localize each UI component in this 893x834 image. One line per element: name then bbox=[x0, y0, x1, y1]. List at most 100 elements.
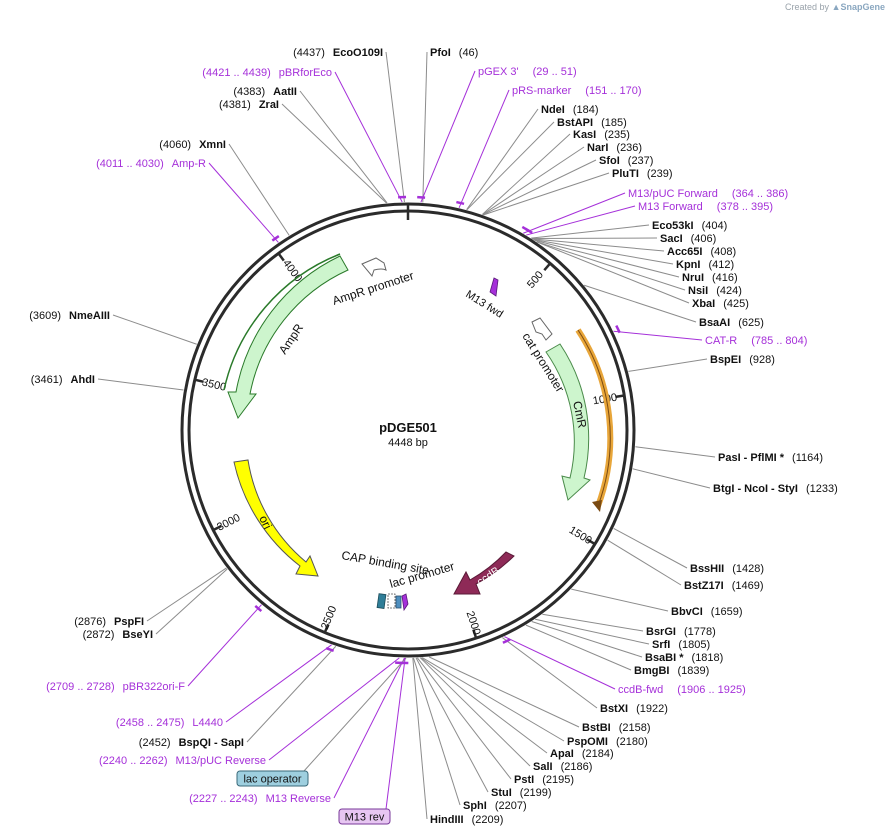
enzyme-name: NarI bbox=[587, 142, 608, 154]
enzyme-position: (2195) bbox=[542, 774, 574, 786]
enzyme-position: (2158) bbox=[619, 722, 651, 734]
enzyme-site[interactable]: BtgI - NcoI - StyI(1233) bbox=[713, 483, 838, 495]
feature-lac-promoter[interactable] bbox=[387, 593, 396, 609]
enzyme-site[interactable]: BstAPI(185) bbox=[557, 117, 627, 129]
enzyme-site[interactable]: NsiI(424) bbox=[688, 285, 742, 297]
enzyme-site[interactable]: SalI(2186) bbox=[533, 761, 592, 773]
feature-cap-binding-site[interactable] bbox=[376, 593, 387, 609]
primer-label[interactable]: pRS-marker(151 .. 170) bbox=[512, 85, 642, 97]
feature-lac-operator-glyph[interactable] bbox=[395, 595, 402, 609]
feature-m13-rev-glyph[interactable] bbox=[401, 593, 409, 612]
feature-m13-fwd[interactable] bbox=[489, 277, 499, 297]
leader-line bbox=[268, 657, 400, 761]
enzyme-site[interactable]: BsaBI *(1818) bbox=[645, 652, 723, 664]
enzyme-site[interactable]: PspOMI(2180) bbox=[567, 736, 648, 748]
leader-line bbox=[412, 657, 428, 820]
enzyme-site[interactable]: HindIII(2209) bbox=[430, 814, 503, 826]
primer-label[interactable]: M13/pUC Forward(364 .. 386) bbox=[628, 188, 788, 200]
primer-label[interactable]: ccdB-fwd(1906 .. 1925) bbox=[618, 684, 746, 696]
enzyme-position: (3609) bbox=[29, 310, 61, 322]
enzyme-site[interactable]: BsrGI(1778) bbox=[646, 626, 716, 638]
enzyme-name: PspOMI bbox=[567, 736, 608, 748]
enzyme-position: (4437) bbox=[293, 47, 325, 59]
enzyme-site[interactable]: (2452)BspQI - SapI bbox=[139, 737, 244, 749]
primer-name: pBR322ori-F bbox=[123, 681, 186, 693]
enzyme-site[interactable]: (3461)AhdI bbox=[31, 374, 95, 386]
leader-line bbox=[385, 657, 406, 810]
enzyme-site[interactable]: PasI - PflMI *(1164) bbox=[718, 452, 823, 464]
tick-label: 3500 bbox=[201, 377, 228, 394]
feature-cmr[interactable] bbox=[545, 343, 591, 501]
enzyme-name: Acc65I bbox=[667, 246, 702, 258]
enzyme-site[interactable]: (4383) AatII bbox=[233, 86, 297, 98]
enzyme-site[interactable]: BbvCI(1659) bbox=[671, 606, 743, 618]
leader-line bbox=[531, 621, 643, 658]
enzyme-site[interactable]: BmgBI(1839) bbox=[634, 665, 709, 677]
tick-2000 bbox=[472, 629, 478, 639]
primer-label[interactable]: (2227 .. 2243)M13 Reverse bbox=[189, 793, 331, 805]
feature-ccdb[interactable] bbox=[453, 551, 515, 595]
enzyme-position: (1428) bbox=[732, 563, 764, 575]
enzyme-site[interactable]: (3609)NmeAIII bbox=[29, 310, 110, 322]
enzyme-site[interactable]: BsaAI(625) bbox=[699, 317, 764, 329]
feature-ori[interactable] bbox=[233, 459, 319, 577]
enzyme-site[interactable]: KpnI(412) bbox=[676, 259, 734, 271]
enzyme-site[interactable]: BstBI(2158) bbox=[582, 722, 651, 734]
enzyme-name: BspEI bbox=[710, 354, 741, 366]
enzyme-site[interactable]: PfoI(46) bbox=[430, 47, 478, 59]
primer-name: Amp-R bbox=[172, 158, 206, 170]
primer-label[interactable]: (2240 .. 2262)M13/pUC Reverse bbox=[99, 755, 266, 767]
tick-4000 bbox=[277, 252, 285, 262]
primer-label[interactable]: CAT-R(785 .. 804) bbox=[705, 335, 807, 347]
leader-line bbox=[613, 527, 688, 569]
enzyme-site[interactable]: (4060)XmnI bbox=[159, 139, 226, 151]
leader-line bbox=[532, 238, 665, 252]
enzyme-site[interactable]: BstZ17I(1469) bbox=[684, 580, 764, 592]
primer-label[interactable]: (2458 .. 2475)L4440 bbox=[116, 717, 223, 729]
enzyme-site[interactable]: (2872)BseYI bbox=[83, 629, 153, 641]
enzyme-site[interactable]: KasI(235) bbox=[573, 129, 630, 141]
enzyme-site[interactable]: NdeI(184) bbox=[541, 104, 599, 116]
enzyme-site[interactable]: BstXI(1922) bbox=[600, 703, 668, 715]
enzyme-site[interactable]: XbaI(425) bbox=[692, 298, 749, 310]
leader-line bbox=[632, 468, 711, 489]
enzyme-name: BstZ17I bbox=[684, 580, 724, 592]
leader-line bbox=[458, 89, 510, 208]
tick-label: 1500 bbox=[567, 524, 594, 547]
primer-label[interactable]: (4421 .. 4439)pBRforEco bbox=[202, 67, 332, 79]
leader-line bbox=[466, 121, 555, 211]
leader-line bbox=[504, 636, 616, 690]
enzyme-name: AatII bbox=[273, 86, 297, 98]
enzyme-site[interactable]: SfoI(237) bbox=[599, 155, 653, 167]
enzyme-site[interactable]: Acc65I(408) bbox=[667, 246, 736, 258]
enzyme-site[interactable]: StuI(2199) bbox=[491, 787, 552, 799]
enzyme-site[interactable]: (4437)EcoO109I bbox=[293, 47, 383, 59]
feature-ampr[interactable] bbox=[227, 255, 349, 420]
tick-label: 3000 bbox=[215, 512, 242, 534]
leader-line bbox=[334, 71, 403, 203]
primer-label[interactable]: pGEX 3'(29 .. 51) bbox=[478, 66, 577, 78]
enzyme-site[interactable]: BssHII(1428) bbox=[690, 563, 764, 575]
enzyme-site[interactable]: SacI(406) bbox=[660, 233, 716, 245]
enzyme-site[interactable]: (4381)ZraI bbox=[219, 99, 279, 111]
enzyme-site[interactable]: NruI(416) bbox=[682, 272, 738, 284]
feature-label-box[interactable]: lac operator bbox=[236, 770, 309, 787]
leader-line bbox=[419, 657, 531, 767]
enzyme-site[interactable]: PstI(2195) bbox=[514, 774, 574, 786]
enzyme-site[interactable]: (2876)PspFI bbox=[74, 616, 144, 628]
primer-label[interactable]: M13 Forward(378 .. 395) bbox=[638, 201, 773, 213]
feature-ampr-promoter[interactable] bbox=[361, 257, 387, 278]
primer-label[interactable]: (4011 .. 4030)Amp-R bbox=[96, 158, 206, 170]
enzyme-site[interactable]: SrfI(1805) bbox=[652, 639, 710, 651]
enzyme-site[interactable]: NarI(236) bbox=[587, 142, 642, 154]
enzyme-site[interactable]: SphI(2207) bbox=[463, 800, 527, 812]
primer-label[interactable]: (2709 .. 2728)pBR322ori-F bbox=[46, 681, 185, 693]
enzyme-site[interactable]: ApaI(2184) bbox=[550, 748, 614, 760]
enzyme-site[interactable]: PluTI(239) bbox=[612, 168, 673, 180]
enzyme-site[interactable]: BspEI(928) bbox=[710, 354, 775, 366]
feature-cat-promoter[interactable] bbox=[531, 317, 553, 341]
enzyme-site[interactable]: Eco53kI(404) bbox=[652, 220, 727, 232]
enzyme-position: (4383) bbox=[233, 86, 265, 98]
feature-label-box[interactable]: M13 rev bbox=[338, 808, 391, 825]
